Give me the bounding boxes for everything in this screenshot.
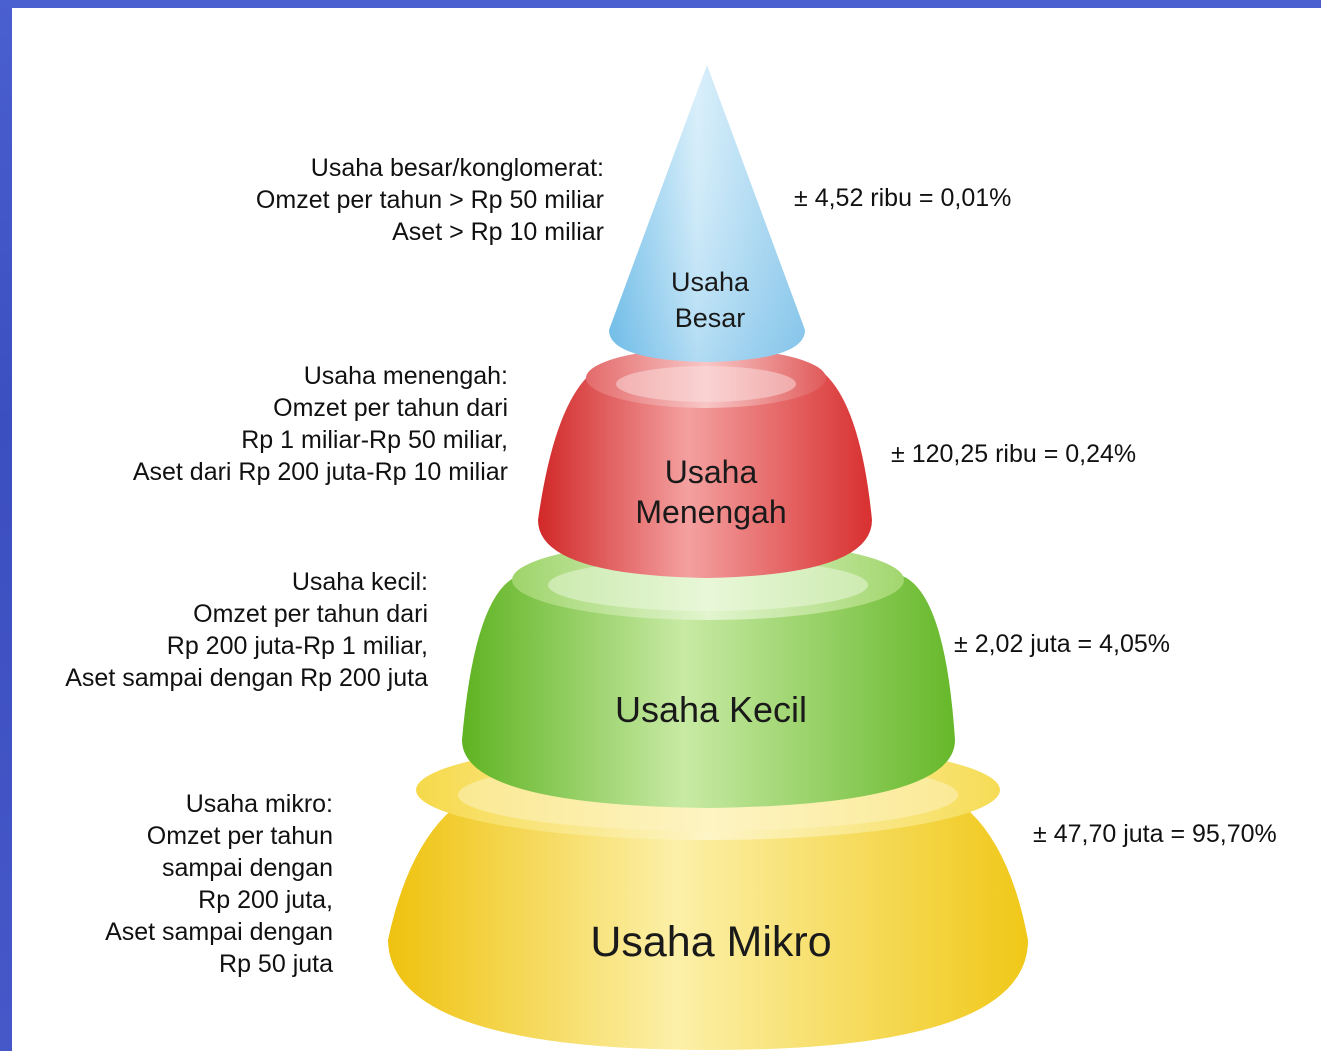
tier-menengah-shape bbox=[538, 348, 872, 578]
tier-besar-label: Usaha Besar bbox=[670, 267, 750, 333]
tier-menengah-count: ± 120,25 ribu = 0,24% bbox=[891, 440, 1136, 469]
tier-besar-count: ± 4,52 ribu = 0,01% bbox=[794, 184, 1011, 213]
tier-menengah-label: Usaha Menengah bbox=[635, 454, 787, 530]
tier-besar-count-value: 4,52 ribu = 0,01% bbox=[814, 184, 1012, 212]
tier-menengah-description: Usaha menengah: Omzet per tahun dari Rp … bbox=[132, 362, 508, 486]
plus-minus-icon: ± bbox=[891, 440, 905, 468]
plus-minus-icon: ± bbox=[1033, 820, 1047, 848]
tier-besar-shape bbox=[609, 65, 805, 362]
plus-minus-icon: ± bbox=[954, 630, 968, 658]
tier-kecil-label: Usaha Kecil bbox=[614, 689, 808, 730]
tier-kecil-shape bbox=[462, 540, 955, 808]
tier-kecil-count: ± 2,02 juta = 4,05% bbox=[954, 630, 1170, 659]
tier-besar-description: Usaha besar/konglomerat: Omzet per tahun… bbox=[255, 154, 604, 246]
tier-mikro-description: Usaha mikro: Omzet per tahun sampai deng… bbox=[105, 790, 333, 978]
tier-mikro-count-value: 47,70 juta = 95,70% bbox=[1053, 820, 1277, 848]
tier-kecil-description: Usaha kecil: Omzet per tahun dari Rp 200… bbox=[65, 568, 428, 692]
tier-kecil-count-value: 2,02 juta = 4,05% bbox=[974, 630, 1170, 658]
plus-minus-icon: ± bbox=[794, 184, 808, 212]
tier-menengah-count-value: 120,25 ribu = 0,24% bbox=[911, 440, 1137, 468]
tier-mikro-label: Usaha Mikro bbox=[590, 918, 832, 966]
tier-mikro-count: ± 47,70 juta = 95,70% bbox=[1033, 820, 1277, 849]
